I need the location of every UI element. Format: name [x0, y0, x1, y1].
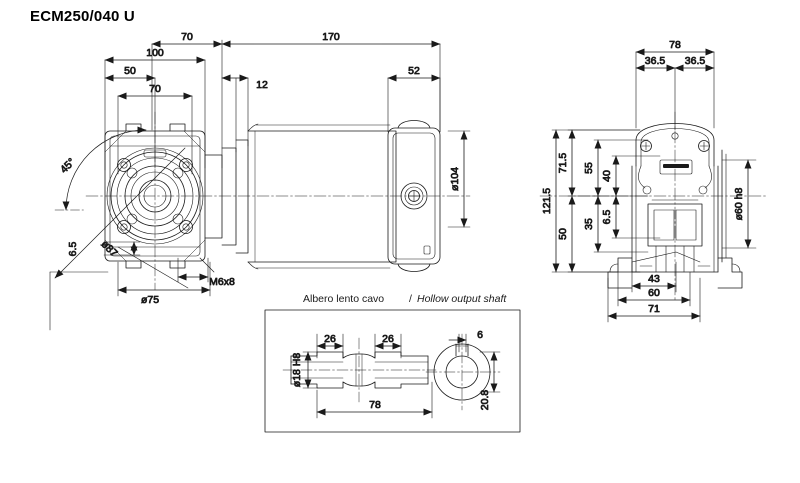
diagonal-dimension-87 [49, 147, 186, 331]
dim-height-above-axis: 71.5 [557, 153, 569, 174]
angle-dimension-45 [54, 126, 147, 211]
dim-inner-lower: 6.5 [601, 210, 613, 225]
dim-gearbox-length: 70 [181, 31, 193, 43]
dim-inner-upper: 40 [601, 170, 613, 182]
dim-shaft: ø60 h8 [733, 188, 745, 221]
dim-left-step: 26 [324, 333, 336, 345]
dim-foot-height: 6.5 [67, 242, 79, 257]
dim-adapter: 12 [256, 79, 268, 91]
motor-adapter [204, 139, 249, 254]
dim-right-step: 26 [382, 333, 394, 345]
detail-caption-en: Hollow output shaft [417, 293, 507, 305]
side-view-dimension-lines [104, 40, 468, 294]
dim-overall-height: 121.5 [541, 188, 553, 214]
dim-upper-feature: 55 [583, 162, 595, 174]
dim-foot-mid: 60 [648, 287, 660, 299]
dim-keyway-depth: 20.8 [479, 390, 491, 411]
end-view-dimension-lines [552, 48, 752, 320]
bolt-circle-leader [117, 246, 189, 289]
motor-body [247, 123, 397, 270]
hollow-shaft-section [290, 351, 429, 389]
dim-bolt-circle: ø75 [141, 294, 159, 306]
detail-caption-it: Albero lento cavo [303, 293, 384, 305]
dim-thread: M6x8 [209, 276, 235, 288]
dim-half-width-right: 36.5 [685, 55, 706, 67]
end-view-body [607, 123, 743, 289]
detail-extension-lines [302, 333, 501, 419]
detail-caption-sep: / [409, 293, 412, 305]
dim-lower-feature: 35 [583, 218, 595, 230]
dim-foot-inner: 43 [648, 273, 660, 285]
dim-half-width-left: 36.5 [645, 55, 666, 67]
flange-bolt-holes [117, 158, 193, 234]
dim-motor-diameter: ø104 [449, 167, 461, 191]
dim-overall-width: 78 [669, 39, 681, 51]
detail-box-frame [264, 309, 521, 433]
dim-total-length: 78 [369, 399, 381, 411]
dim-height-below-axis: 50 [557, 228, 569, 240]
dim-flange-width-outer: 100 [146, 47, 164, 59]
dim-foot-outer: 71 [648, 303, 660, 315]
dim-flange-half: 50 [124, 65, 136, 77]
page-title: ECM250/040 U [30, 8, 135, 25]
dim-keyway-width: 6 [477, 329, 483, 341]
dim-square-diagonal: ø87 [98, 238, 119, 259]
dim-terminal-box: 52 [408, 65, 420, 77]
dim-bolt-pitch: 70 [149, 83, 161, 95]
thread-leader [199, 257, 215, 273]
dim-motor-length: 170 [322, 31, 340, 43]
